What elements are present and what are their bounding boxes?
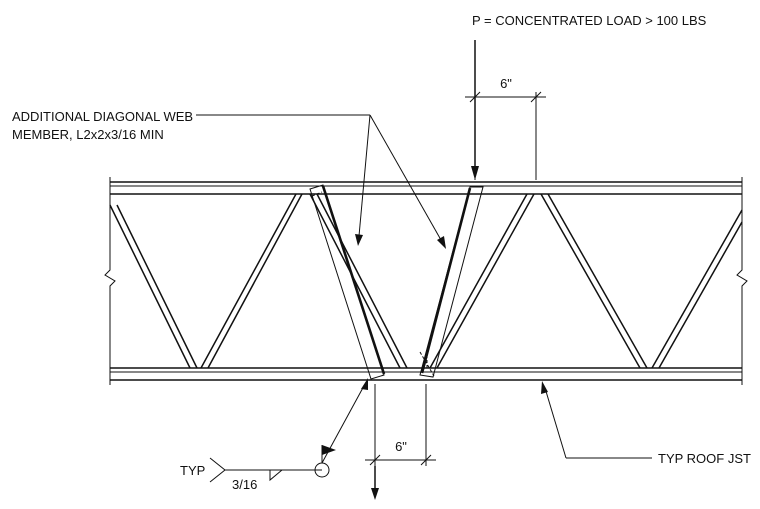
break-line-left xyxy=(104,177,116,385)
joist-note-leader xyxy=(541,381,652,459)
web-member-leaders xyxy=(196,114,446,249)
joist-note: TYP ROOF JST xyxy=(658,451,751,466)
web-member-note-line1: ADDITIONAL DIAGONAL WEB xyxy=(12,109,193,124)
top-chord xyxy=(110,181,742,195)
bottom-chord xyxy=(110,367,742,381)
existing-web-members xyxy=(109,193,743,369)
top-dimension: 6" xyxy=(465,76,546,180)
weld-symbol xyxy=(209,378,368,483)
additional-web-member-left xyxy=(309,184,386,380)
web-member-note-line2: MEMBER, L2x2x3/16 MIN xyxy=(12,127,164,142)
load-arrow xyxy=(471,40,479,180)
break-line-right xyxy=(736,177,748,385)
additional-web-member-right xyxy=(419,186,484,378)
load-note: P = CONCENTRATED LOAD > 100 LBS xyxy=(472,13,707,28)
weld-size-label: 3/16 xyxy=(232,477,257,492)
reaction-arrow xyxy=(371,466,379,500)
bottom-dimension-label: 6" xyxy=(395,439,407,454)
top-dimension-label: 6" xyxy=(500,76,512,91)
weld-typ-label: TYP xyxy=(180,463,205,478)
bottom-dimension: 6" xyxy=(365,384,436,466)
